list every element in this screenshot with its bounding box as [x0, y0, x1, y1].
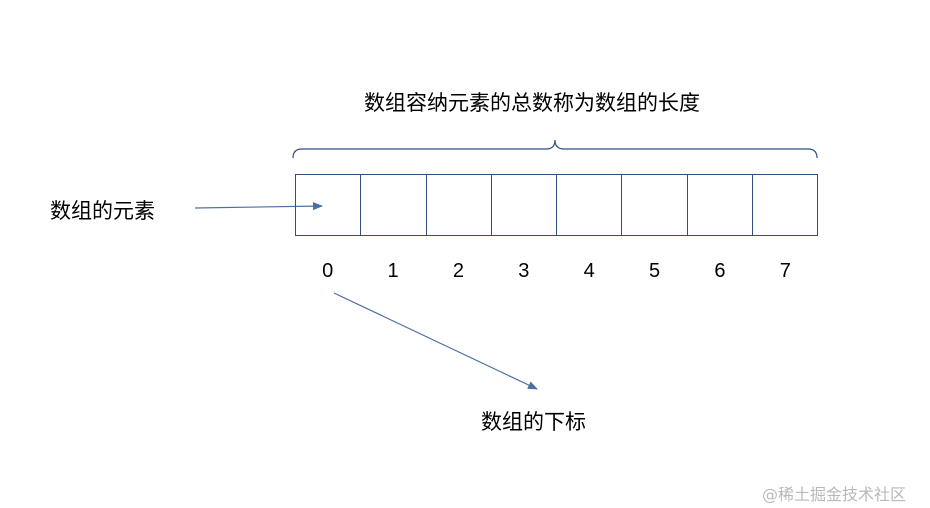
array-cells — [295, 174, 818, 236]
array-index: 7 — [779, 260, 791, 282]
element-arrow — [194, 202, 323, 211]
length-brace — [292, 139, 818, 159]
array-cell — [557, 175, 623, 235]
array-cell — [753, 175, 817, 235]
array-length-label: 数组容纳元素的总数称为数组的长度 — [364, 91, 700, 115]
array-index: 6 — [714, 260, 726, 282]
array-cell — [296, 175, 362, 235]
array-index: 2 — [452, 260, 464, 282]
array-element-label: 数组的元素 — [50, 199, 155, 223]
array-cell — [361, 175, 427, 235]
array-index: 1 — [387, 260, 399, 282]
array-index-label: 数组的下标 — [481, 410, 586, 434]
array-indices: 0 1 2 3 4 5 6 7 — [295, 259, 818, 283]
array-cell — [492, 175, 557, 235]
array-cell — [688, 175, 753, 235]
array-index: 0 — [322, 260, 334, 282]
array-index: 3 — [518, 260, 530, 282]
array-index: 4 — [583, 260, 595, 282]
array-cell — [622, 175, 688, 235]
index-arrow — [333, 292, 538, 390]
array-cell — [427, 175, 492, 235]
array-index: 5 — [649, 260, 661, 282]
watermark: @稀土掘金技术社区 — [762, 485, 907, 504]
